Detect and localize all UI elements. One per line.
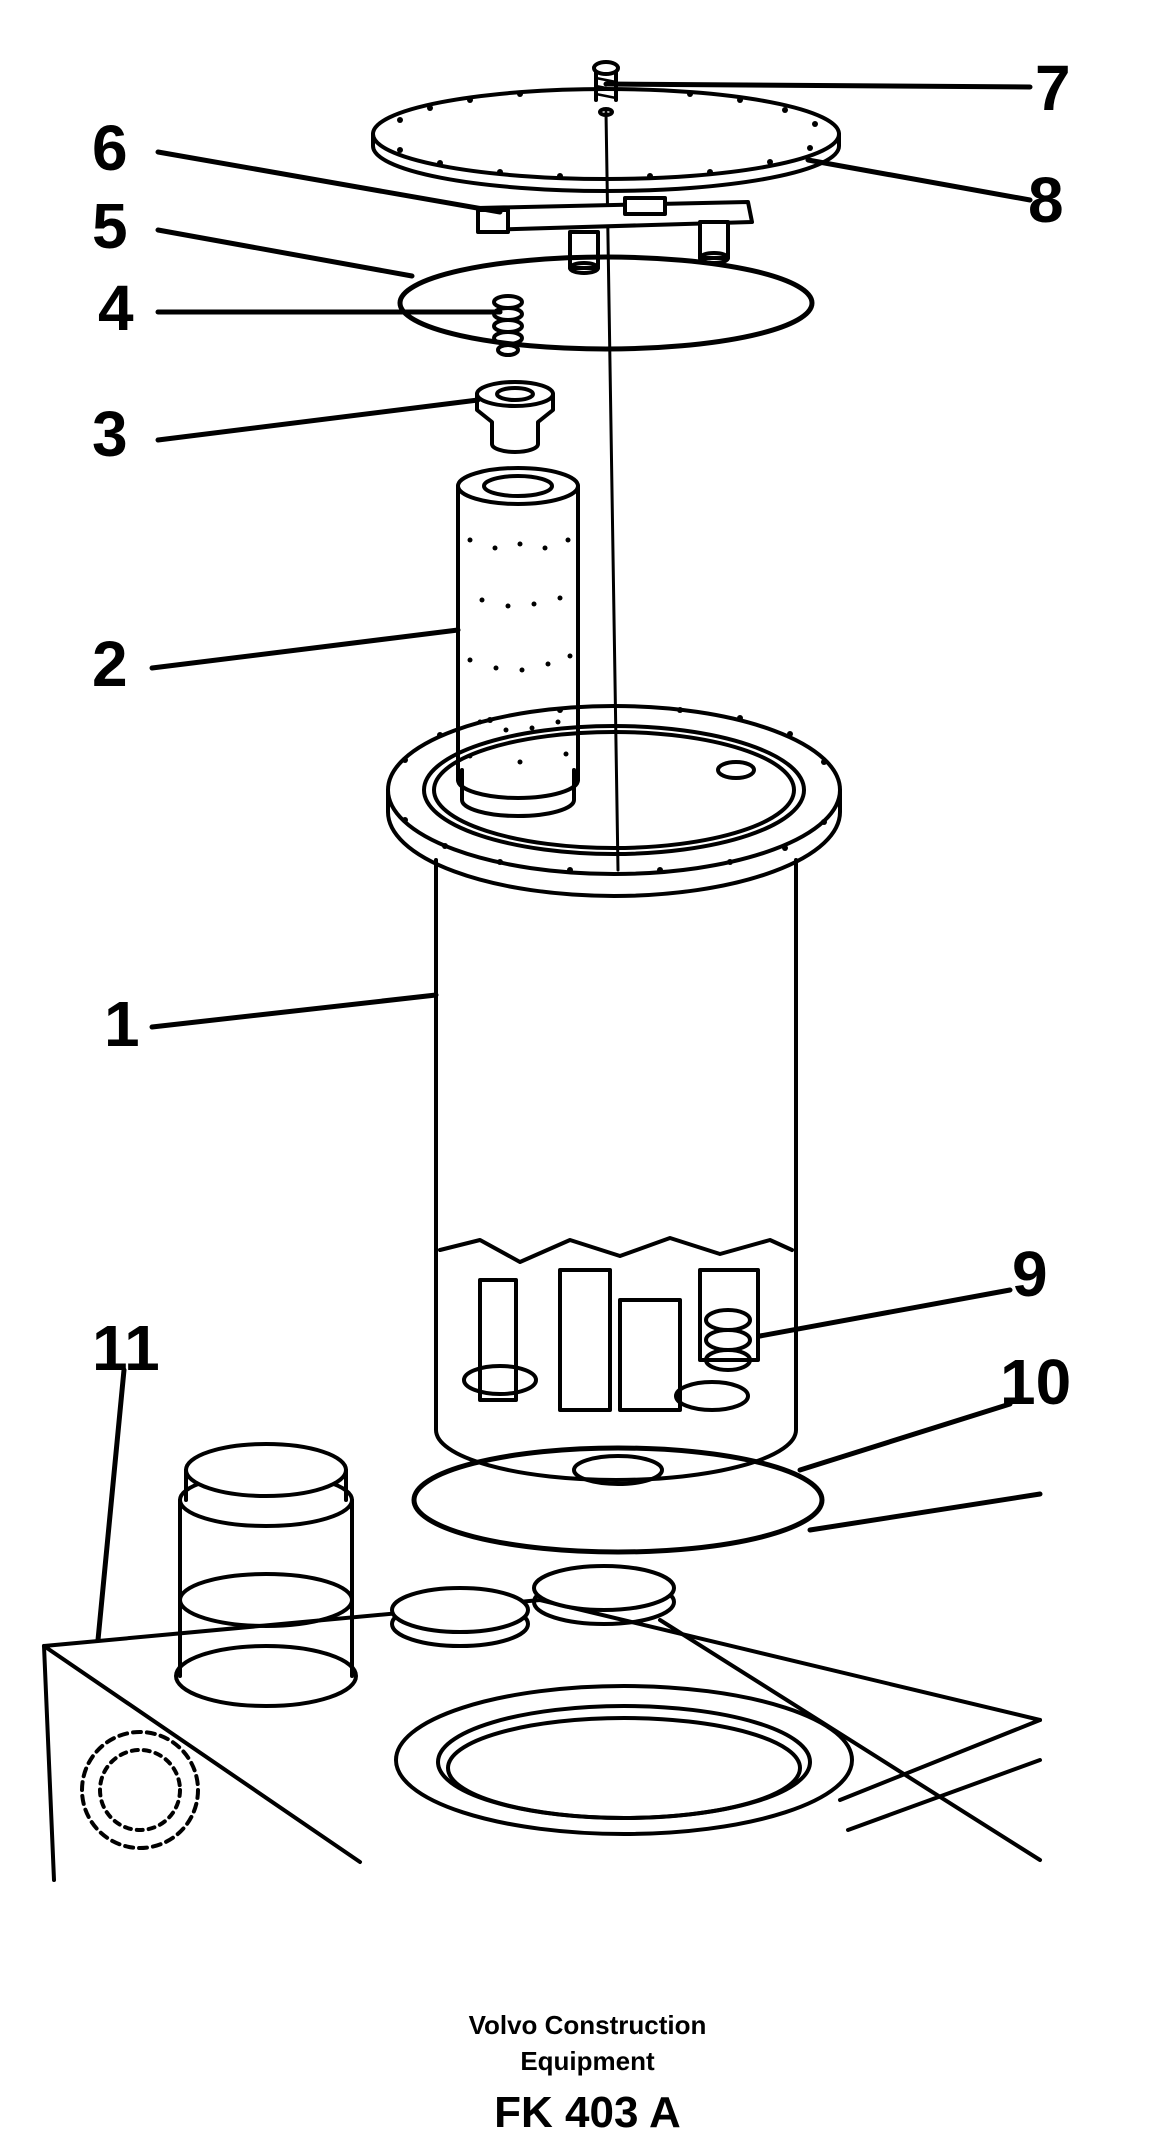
- filter-cartridge-part-2: [456, 466, 580, 818]
- callout-2: 2: [92, 628, 128, 700]
- callout-1: 1: [104, 988, 140, 1060]
- footer-figure-code: FK 403 A: [494, 2088, 681, 2137]
- o-ring-part-5: [397, 254, 815, 352]
- leader-lines: [95, 81, 1043, 1643]
- callout-3: 3: [92, 398, 128, 470]
- center-rod: [604, 110, 620, 872]
- callout-labels: 7 6 8 5 4 3 2 1 9 10 11: [92, 52, 1071, 1418]
- valve-cup-part-3: [475, 380, 555, 454]
- tank-part-11: [42, 1442, 1042, 1882]
- footer-company-line1: Volvo Construction: [468, 2010, 707, 2040]
- callout-11: 11: [92, 1312, 160, 1384]
- callout-6: 6: [92, 112, 128, 184]
- filter-housing-part-1: [386, 704, 842, 1486]
- callout-7: 7: [1035, 52, 1071, 124]
- bracket-part-6: [476, 196, 754, 275]
- footer-company-line2: Equipment: [520, 2046, 655, 2076]
- callout-10: 10: [1000, 1346, 1071, 1418]
- spring-part-4: [492, 294, 524, 357]
- callout-8: 8: [1028, 164, 1064, 236]
- callout-5: 5: [92, 190, 128, 262]
- seal-ring-part-10: [411, 1445, 825, 1555]
- callout-4: 4: [98, 272, 134, 344]
- callout-9: 9: [1012, 1238, 1048, 1310]
